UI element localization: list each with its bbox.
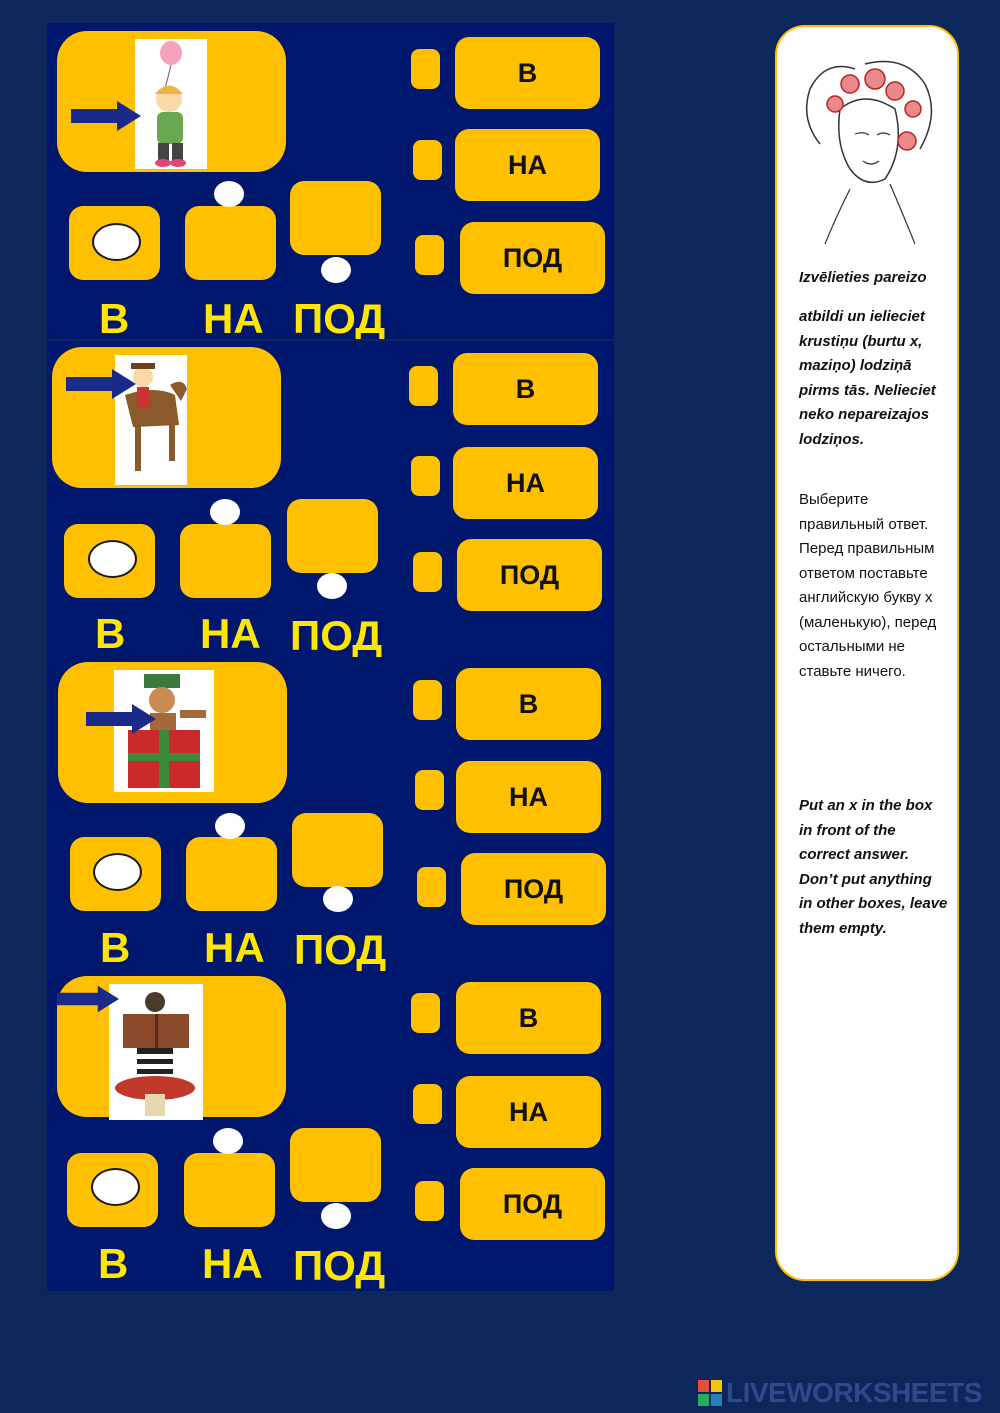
answer-box-v[interactable] <box>411 993 440 1033</box>
cube-under <box>290 181 381 255</box>
cube-label-na: НА <box>202 1240 263 1287</box>
option-na: НА <box>456 761 601 833</box>
option-pod: ПОД <box>460 222 605 294</box>
cube-label-v: В <box>99 295 130 340</box>
exercise-panel-3: В НА ПОД В НА ПОД <box>47 657 614 973</box>
exercise-panel-2: В НА ПОД В НА ПОД <box>47 341 614 657</box>
cube-under <box>287 499 378 573</box>
exercise-panel-4: В НА ПОД В НА ПОД <box>47 971 614 1291</box>
cube-on <box>184 1153 275 1227</box>
cube-label-v: В <box>95 610 126 657</box>
ball-under-cube <box>321 257 351 283</box>
cube-label-v: В <box>100 924 131 971</box>
option-pod: ПОД <box>457 539 602 611</box>
cube-label-pod: ПОД <box>293 295 386 340</box>
cube-label-pod: ПОД <box>294 926 387 973</box>
option-v: В <box>456 982 601 1054</box>
answer-box-na[interactable] <box>411 456 440 496</box>
cube-on <box>186 837 277 911</box>
ball-in-cube <box>93 853 142 891</box>
answer-box-pod[interactable] <box>415 235 444 275</box>
ball-in-cube <box>88 540 137 578</box>
liveworksheets-logo-icon <box>698 1380 722 1406</box>
cube-label-na: НА <box>204 924 265 971</box>
ball-in-cube <box>91 1168 140 1206</box>
brand-name: LIVEWORKSHEETS <box>726 1377 982 1408</box>
option-v: В <box>456 668 601 740</box>
ball-on-cube <box>213 1128 243 1154</box>
cube-under <box>290 1128 381 1202</box>
option-pod: ПОД <box>461 853 606 925</box>
cube-on <box>180 524 271 598</box>
option-na: НА <box>456 1076 601 1148</box>
cube-label-na: НА <box>203 295 264 340</box>
scene-card <box>52 347 281 488</box>
answer-box-na[interactable] <box>413 140 442 180</box>
liveworksheets-logo: LIVEWORKSHEETS <box>698 1377 982 1408</box>
arrow-icon <box>71 101 141 131</box>
ball-under-cube <box>323 886 353 912</box>
arrow-icon <box>66 369 136 399</box>
girl-reading-on-mushroom-picture <box>109 984 203 1120</box>
option-na: НА <box>453 447 598 519</box>
answer-box-pod[interactable] <box>415 1181 444 1221</box>
cube-label-na: НА <box>200 610 261 657</box>
ball-on-cube <box>210 499 240 525</box>
answer-box-v[interactable] <box>409 366 438 406</box>
arrow-icon <box>57 985 119 1013</box>
exercise-panel-1: В НА ПОД В НА ПОД <box>47 23 614 339</box>
cowboy-on-horse-picture <box>115 355 187 485</box>
cube-label-v: В <box>98 1240 129 1287</box>
boy-in-gift-box-picture <box>114 670 214 792</box>
cube-under <box>292 813 383 887</box>
cube-on <box>185 206 276 280</box>
ball-on-cube <box>215 813 245 839</box>
ball-on-cube <box>214 181 244 207</box>
answer-box-v[interactable] <box>413 680 442 720</box>
answer-box-pod[interactable] <box>413 552 442 592</box>
answer-box-v[interactable] <box>411 49 440 89</box>
instruction-latvian-line1: Izvēlieties pareizo <box>799 269 927 286</box>
scene-card <box>58 662 287 803</box>
cube-label-pod: ПОД <box>290 612 383 657</box>
instruction-english: Put an x in the box in front of the corr… <box>799 797 948 937</box>
option-na: НА <box>455 129 600 201</box>
answer-box-pod[interactable] <box>417 867 446 907</box>
cube-label-pod: ПОД <box>293 1242 386 1289</box>
option-v: В <box>455 37 600 109</box>
instruction-russian: Выберите правильный ответ. Перед правиль… <box>799 491 937 680</box>
answer-box-na[interactable] <box>415 770 444 810</box>
scene-card <box>57 31 286 172</box>
girl-with-balloon-picture <box>135 39 207 169</box>
answer-box-na[interactable] <box>413 1084 442 1124</box>
girl-sketch-illustration <box>805 60 933 245</box>
option-v: В <box>453 353 598 425</box>
option-pod: ПОД <box>460 1168 605 1240</box>
scene-card <box>57 976 286 1120</box>
ball-under-cube <box>321 1203 351 1229</box>
arrow-icon <box>86 704 156 734</box>
instruction-latvian: atbildi un ielieciet krustiņu (burtu x, … <box>799 308 936 448</box>
ball-under-cube <box>317 573 347 599</box>
ball-in-cube <box>92 223 141 261</box>
instructions-card: Izvēlieties pareizo atbildi un ielieciet… <box>775 25 959 1281</box>
